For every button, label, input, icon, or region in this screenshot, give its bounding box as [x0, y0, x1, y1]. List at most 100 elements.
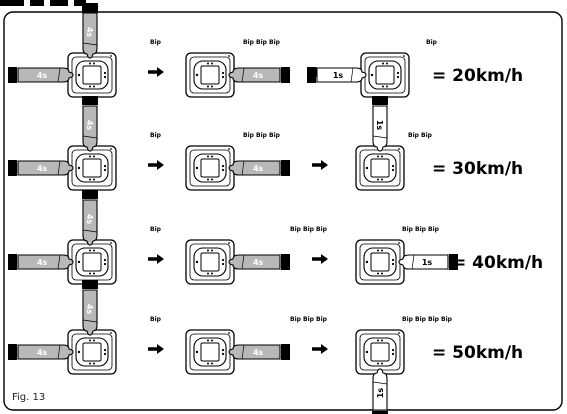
button-right-dot: [391, 262, 395, 266]
button-right-dot: [103, 258, 107, 262]
hand-body: [372, 105, 388, 152]
corner-dot: [110, 55, 112, 57]
button-left-dot: [195, 260, 199, 264]
remote-control-icon: [360, 52, 410, 98]
beep-label: Bip Bip Bip: [402, 226, 440, 233]
device-screen: [375, 65, 395, 85]
button-bottom-dot: [211, 178, 213, 181]
hold-time-label: 4s: [85, 27, 94, 38]
hand-knuckle: [372, 381, 388, 385]
remote-control-icon: [355, 329, 405, 375]
button-top-dot: [377, 339, 379, 342]
remote-control-icon: [185, 52, 235, 98]
button-right-dot: [221, 348, 225, 352]
button-right-dot: [221, 168, 225, 172]
button-top-dot: [381, 155, 383, 158]
button-bottom-dot: [207, 85, 209, 88]
hold-time-label: 4s: [37, 71, 48, 80]
button-right-dot: [103, 168, 107, 172]
corner-dot: [228, 242, 230, 244]
device-dial: [75, 247, 109, 277]
hold-time-label: 1s: [422, 258, 433, 267]
corner-dot: [398, 242, 400, 244]
beep-label: Bip Bip Bip: [290, 316, 328, 323]
button-right-dot: [396, 71, 400, 75]
button-left-dot: [77, 260, 81, 264]
hand-knuckle: [82, 135, 98, 139]
button-bottom-dot: [89, 272, 91, 275]
hand-cuff: [82, 96, 98, 105]
hand-body: [82, 12, 98, 59]
button-bottom-dot: [89, 85, 91, 88]
beep-label: Bip Bip Bip Bip: [402, 316, 453, 323]
hand-body: [228, 344, 281, 360]
arrow-shape: [148, 344, 164, 354]
hand-cuff: [372, 411, 388, 414]
button-top-dot: [89, 249, 91, 252]
button-top-dot: [207, 249, 209, 252]
arrow-shape: [312, 254, 328, 264]
hand-icon: 1s: [398, 254, 458, 270]
device-dial: [193, 153, 227, 183]
beep-label: Bip: [150, 132, 162, 139]
button-right-dot: [391, 348, 395, 352]
hand-cuff: [307, 67, 316, 83]
button-right-dot: [221, 164, 225, 168]
button-top-dot: [207, 62, 209, 65]
device-screen: [82, 65, 102, 85]
button-right-dot: [221, 75, 225, 79]
hand-knuckle: [82, 229, 98, 233]
button-top-dot: [93, 339, 95, 342]
hand-icon: 4s: [82, 3, 98, 59]
hold-time-label: 4s: [37, 348, 48, 357]
device-dial: [193, 247, 227, 277]
corner-dot: [110, 332, 112, 334]
hand-knuckle: [82, 319, 98, 323]
button-left-dot: [365, 350, 369, 354]
button-bottom-dot: [377, 272, 379, 275]
hold-time-label: 4s: [85, 120, 94, 131]
speed-result: = 40km/h: [452, 253, 543, 273]
remote-control-icon: [185, 239, 235, 285]
device-screen: [82, 252, 102, 272]
device-screen: [370, 158, 390, 178]
device-dial: [363, 153, 397, 183]
hand-knuckle: [57, 160, 61, 176]
button-top-dot: [211, 155, 213, 158]
hand-cuff: [281, 254, 290, 270]
corner-dot: [403, 55, 405, 57]
arrow-right-icon: [148, 254, 164, 264]
arrow-shape: [148, 160, 164, 170]
arrow-shape: [312, 160, 328, 170]
hand-cuff: [372, 96, 388, 105]
hand-knuckle: [82, 42, 98, 46]
button-top-dot: [381, 249, 383, 252]
device-dial: [368, 60, 402, 90]
corner-dot: [398, 332, 400, 334]
figure-label: Fig. 13: [12, 392, 45, 403]
hand-cuff: [449, 254, 458, 270]
hand-knuckle: [241, 160, 245, 176]
hand-knuckle: [372, 135, 388, 139]
button-top-dot: [89, 339, 91, 342]
button-top-dot: [207, 339, 209, 342]
arrow-right-icon: [312, 344, 328, 354]
hand-icon: 1s: [307, 67, 367, 83]
button-top-dot: [211, 249, 213, 252]
remote-control-icon: [67, 145, 117, 191]
hand-cuff: [8, 67, 17, 83]
arrow-right-icon: [148, 344, 164, 354]
corner-dot: [110, 242, 112, 244]
button-top-dot: [377, 155, 379, 158]
hand-icon: 4s: [82, 190, 98, 246]
hand-cuff: [82, 280, 98, 289]
button-top-dot: [377, 249, 379, 252]
hand-icon: 4s: [8, 254, 74, 270]
button-top-dot: [381, 339, 383, 342]
arrow-shape: [148, 67, 164, 77]
beep-label: Bip: [150, 39, 162, 46]
remote-control-icon: [185, 145, 235, 191]
